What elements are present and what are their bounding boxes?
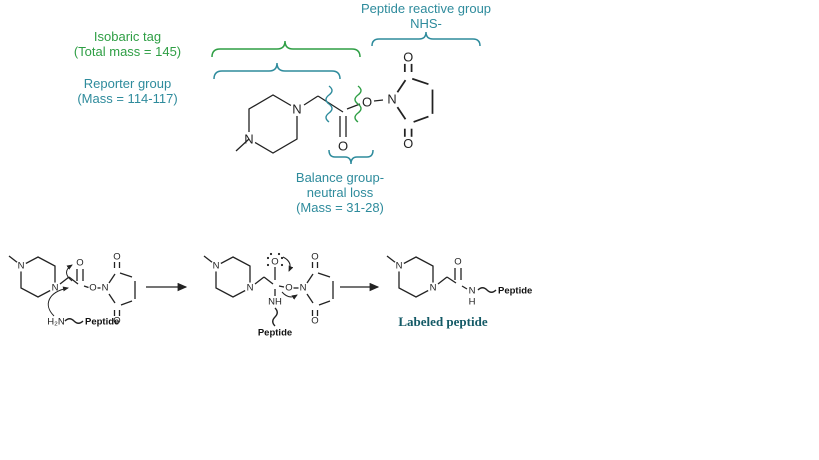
peptide-text: Peptide <box>258 328 292 339</box>
reaction-step2-structure: O O NH Peptide <box>203 250 334 339</box>
nhs-ring <box>386 48 434 152</box>
peptide-reactive-line1: Peptide reactive group <box>360 1 492 16</box>
brace-peptide-reactive <box>371 31 481 47</box>
peptide-text: Peptide <box>498 286 532 297</box>
methyl-bond <box>235 138 250 152</box>
atom-O: O <box>76 258 83 269</box>
nh-text: NH <box>268 297 282 308</box>
piperazine-ring <box>203 255 257 298</box>
balance-group-line2: neutral loss <box>306 185 374 200</box>
atom-N: N <box>292 102 301 117</box>
peptide-text: Peptide <box>85 317 119 328</box>
nhs-ring <box>100 250 136 328</box>
atom-O: O <box>89 283 96 294</box>
balance-group-line1: Balance group- <box>295 170 385 185</box>
mechanism-arrow-attack <box>47 286 69 317</box>
peptide-squiggle <box>477 287 497 293</box>
reporter-group-line2: (Mass = 114-117) <box>77 91 178 106</box>
atom-O: O <box>362 95 372 110</box>
reaction-step1-structure: O O H₂N Peptide <box>8 250 136 328</box>
peptide-squiggle <box>272 307 278 327</box>
mechanism-arrow-leaving <box>281 291 298 300</box>
atom-O-alkoxide: O <box>271 257 278 268</box>
itraq-reagent-structure: N N O O <box>235 48 434 154</box>
isobaric-tag-line2: (Total mass = 145) <box>73 44 182 59</box>
peptide-squiggle <box>64 318 84 324</box>
reaction-step3-structure: O N H Peptide <box>386 255 532 308</box>
brace-balance-group <box>328 149 374 165</box>
brace-isobaric-tag <box>211 40 361 58</box>
mechanism-arrow-collapse <box>282 256 294 272</box>
atom-N: N <box>469 286 476 297</box>
cleavage-squiggle-teal <box>325 85 333 123</box>
cleavage-squiggle-green <box>354 85 362 123</box>
atom-O: O <box>285 283 292 294</box>
piperazine-ring <box>8 255 62 298</box>
atom-O: O <box>338 139 348 154</box>
lone-pair-dots <box>266 252 284 267</box>
labeled-peptide-caption: Labeled peptide <box>398 314 488 329</box>
peptide-reactive-group-label: Peptide reactive group NHS- <box>331 1 521 31</box>
reporter-group-label: Reporter group (Mass = 114-117) <box>40 76 215 106</box>
h2n-text: H₂N <box>47 317 65 328</box>
atom-H: H <box>469 297 476 308</box>
nhs-ring <box>298 250 334 328</box>
isobaric-tag-line1: Isobaric tag <box>93 29 162 44</box>
balance-group-line3: (Mass = 31-28) <box>296 200 384 215</box>
atom-O: O <box>454 257 461 268</box>
balance-group-label: Balance group- neutral loss (Mass = 31-2… <box>255 170 425 215</box>
mechanism-arrow-pi <box>66 264 73 282</box>
isobaric-tag-label: Isobaric tag (Total mass = 145) <box>40 29 215 59</box>
nhs-line: NHS- <box>410 16 442 31</box>
brace-reporter-group <box>213 62 341 80</box>
piperazine-ring <box>386 255 440 298</box>
reporter-group-line1: Reporter group <box>83 76 172 91</box>
